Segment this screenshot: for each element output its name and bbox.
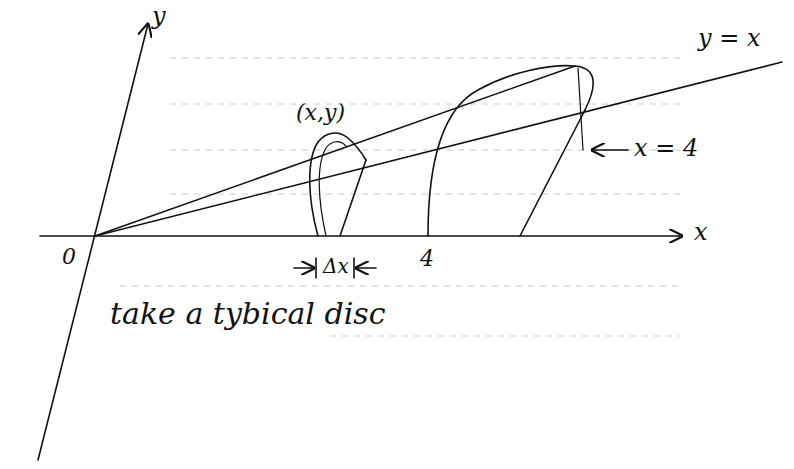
tick-label: 4	[420, 246, 434, 272]
typical-disc	[310, 133, 366, 236]
line-label: y = x	[698, 24, 760, 53]
end-section-edge	[520, 110, 585, 236]
typical-disc-edge	[340, 160, 366, 236]
end-section-radius	[578, 68, 583, 150]
dx-arrow	[294, 267, 314, 269]
solid-top-edge	[95, 66, 575, 236]
increment-label: Δx	[323, 254, 349, 278]
dx-tick	[315, 258, 317, 278]
leader-arrow	[592, 149, 628, 151]
axis-label: y	[152, 2, 166, 31]
end-section	[428, 66, 593, 236]
typical-disc-inner	[319, 142, 346, 236]
line-y-equals-x	[95, 62, 782, 236]
origin-label: 0	[62, 244, 76, 270]
line-label: x = 4	[634, 134, 698, 163]
dx-arrow	[356, 267, 376, 269]
note-text: take a tybical disc	[110, 296, 385, 332]
dx-tick	[353, 258, 355, 278]
y-axis	[38, 24, 148, 460]
axis-label: x	[694, 218, 708, 247]
x-axis	[40, 235, 682, 237]
point-label: (x,y)	[296, 100, 345, 126]
